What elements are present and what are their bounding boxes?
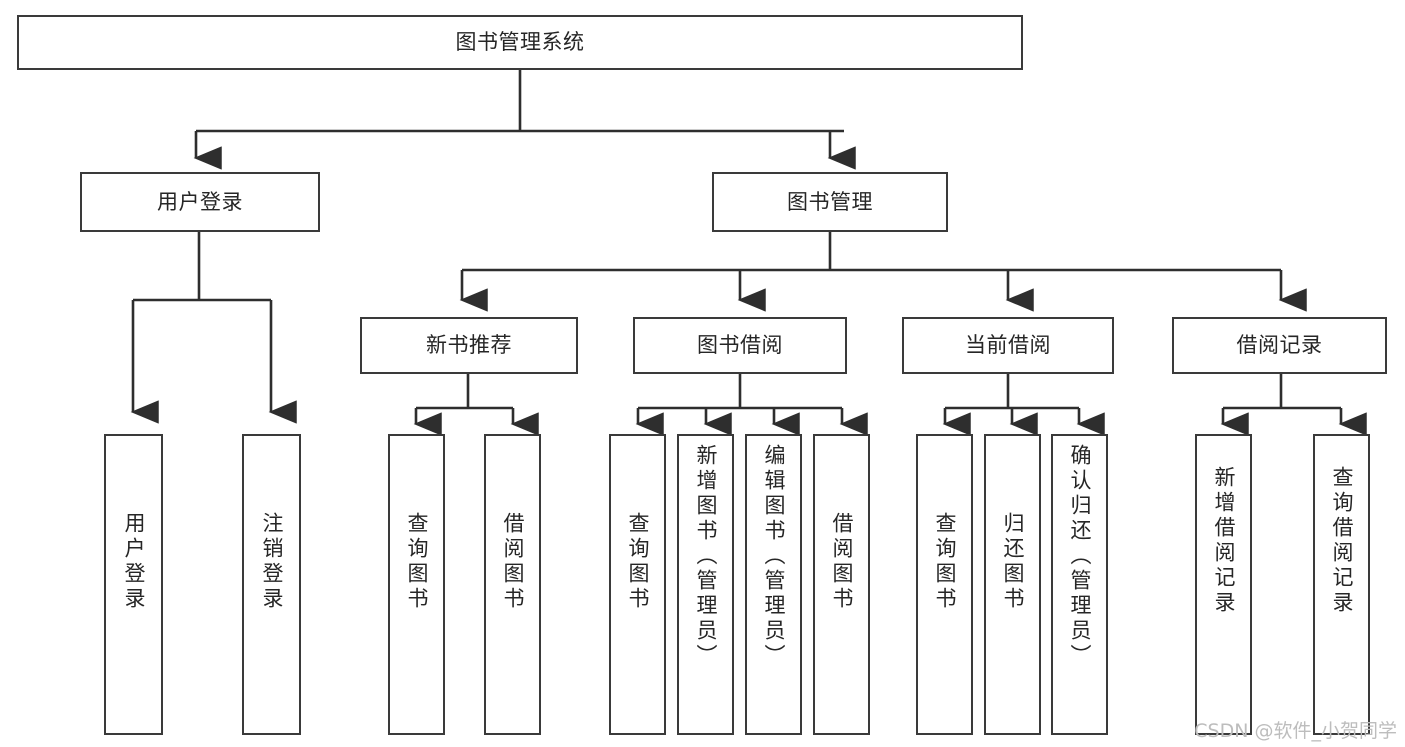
node-label: 借阅记录 (1236, 333, 1323, 358)
node-label: 查询图书 (933, 512, 957, 612)
leaf-add-borrow-record[interactable]: 新增借阅记录 (1195, 434, 1252, 735)
node-current-borrow[interactable]: 当前借阅 (902, 317, 1114, 374)
node-new-book-recommend[interactable]: 新书推荐 (360, 317, 578, 374)
leaf-query-book-current[interactable]: 查询图书 (916, 434, 973, 735)
node-label: 借阅图书 (501, 512, 525, 612)
node-label: 编辑图书（管理员） (762, 444, 786, 669)
node-label: 图书管理系统 (455, 30, 585, 55)
node-root-system[interactable]: 图书管理系统 (17, 15, 1023, 70)
node-label: 注销登录 (260, 512, 284, 612)
leaf-query-borrow-record[interactable]: 查询借阅记录 (1313, 434, 1370, 735)
leaf-borrow-book[interactable]: 借阅图书 (813, 434, 870, 735)
node-label: 确认归还（管理员） (1068, 444, 1092, 669)
leaf-user-login[interactable]: 用户登录 (104, 434, 163, 735)
node-label: 归还图书 (1001, 512, 1025, 612)
node-label: 用户登录 (122, 512, 146, 612)
leaf-query-book-recommend[interactable]: 查询图书 (388, 434, 445, 735)
node-label: 新书推荐 (426, 333, 512, 358)
node-book-borrow[interactable]: 图书借阅 (633, 317, 847, 374)
node-label: 查询图书 (626, 512, 650, 612)
leaf-logout-login[interactable]: 注销登录 (242, 434, 301, 735)
node-label: 当前借阅 (965, 333, 1051, 358)
leaf-confirm-return-admin[interactable]: 确认归还（管理员） (1051, 434, 1108, 735)
watermark-text: CSDN @软件_小贺同学 (1194, 720, 1397, 742)
leaf-query-book-borrow[interactable]: 查询图书 (609, 434, 666, 735)
node-label: 图书管理 (787, 189, 873, 214)
leaf-return-book[interactable]: 归还图书 (984, 434, 1041, 735)
node-label: 用户登录 (157, 189, 243, 214)
node-label: 新增借阅记录 (1212, 466, 1236, 616)
leaf-add-book-admin[interactable]: 新增图书（管理员） (677, 434, 734, 735)
node-book-management[interactable]: 图书管理 (712, 172, 948, 232)
node-label: 查询借阅记录 (1330, 466, 1354, 616)
node-label: 新增图书（管理员） (694, 444, 718, 669)
leaf-borrow-book-recommend[interactable]: 借阅图书 (484, 434, 541, 735)
node-borrow-record[interactable]: 借阅记录 (1172, 317, 1387, 374)
node-label: 查询图书 (405, 512, 429, 612)
node-label: 借阅图书 (830, 512, 854, 612)
leaf-edit-book-admin[interactable]: 编辑图书（管理员） (745, 434, 802, 735)
node-user-login[interactable]: 用户登录 (80, 172, 320, 232)
node-label: 图书借阅 (697, 333, 783, 358)
